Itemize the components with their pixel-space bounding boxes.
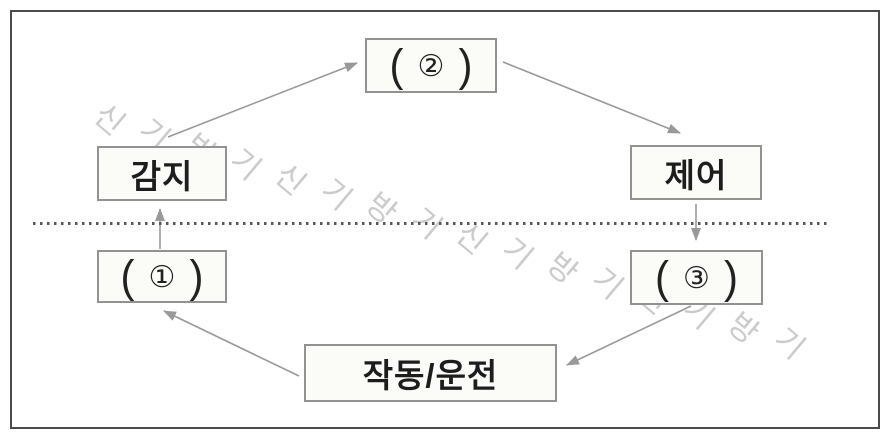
node-control-label: 제어 [664,156,728,194]
paren-close: ) [723,252,738,302]
arrow-blank3-to-operate [566,305,692,366]
paren-close: ) [458,40,473,90]
node-blank-1: ( ① ) [97,250,227,303]
circled-number: ① [148,259,176,295]
arrow-blank2-to-control [502,61,681,134]
node-sense-label: 감지 [130,157,194,195]
circled-number: ③ [683,260,710,296]
dotted-divider [33,222,831,225]
node-operate: 작동/운전 [304,344,557,402]
node-operate-label: 작동/운전 [362,357,499,394]
node-blank-2: ( ② ) [365,38,497,93]
paren-open: ( [655,252,670,302]
node-sense: 감지 [97,146,227,201]
arrow-operate-to-blank1 [163,310,300,377]
paren-open: ( [389,40,404,90]
paren-open: ( [120,251,135,301]
diagram-border [10,10,880,429]
paren-close: ) [189,251,204,301]
circled-number: ② [417,48,445,84]
arrow-sense-to-blank2 [167,62,358,138]
node-blank-3: ( ③ ) [630,250,763,305]
node-control: 제어 [630,145,762,200]
